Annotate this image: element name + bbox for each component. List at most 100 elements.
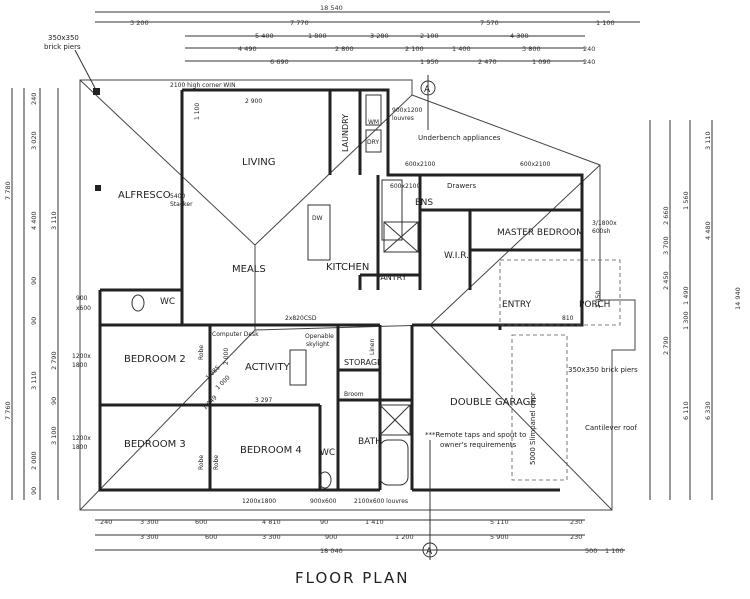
- dim-bottom-r2-1: 3 300: [140, 533, 159, 541]
- note-600x2100-c: 600x2100: [390, 183, 420, 190]
- dim-right-a5: 3 700: [662, 236, 670, 255]
- note-remote-taps-2: owner's requirements: [440, 441, 517, 449]
- note-cantilever: Cantilever roof: [585, 424, 637, 432]
- dim-bottom-1: 240: [100, 518, 112, 526]
- room-kitchen: KITCHEN: [326, 262, 369, 273]
- note-1200x1800: 1200x1800: [242, 498, 276, 505]
- dim-bottom-r2-4: 900: [325, 533, 337, 541]
- dim-top-r3-5: 3 800: [522, 45, 541, 53]
- dim-bottom-4: 4 810: [262, 518, 281, 526]
- dim-top-r2-1: 5 400: [255, 32, 274, 40]
- dim-top-r2-4: 2 100: [420, 32, 439, 40]
- dim-bottom-5: 90: [320, 518, 328, 526]
- walls: [93, 88, 584, 492]
- dim-left-b3: 2 790: [50, 351, 58, 370]
- dim-top-1: 3 200: [130, 19, 149, 27]
- note-3-1800b: 600sh: [592, 228, 611, 235]
- room-ens: ENS: [415, 198, 433, 208]
- room-wc-upper: WC: [160, 297, 175, 307]
- note-2100x600: 2100x600 louvres: [354, 498, 408, 505]
- note-stacker-2: Stacker: [170, 201, 193, 208]
- dim-top-r4-3: 2 470: [478, 58, 497, 66]
- dim-top-r2-2: 1 800: [308, 32, 327, 40]
- dim-left-b5: 3 100: [50, 426, 58, 445]
- dim-right-b3: 6 330: [704, 401, 712, 420]
- note-skylight-3: skylight: [306, 341, 330, 348]
- section-label-bottom: A: [426, 547, 433, 557]
- dim-bottom-right2: 1 100: [605, 547, 624, 555]
- dim-left-a5: 4 400: [30, 211, 38, 230]
- section-markers: A A: [420, 75, 438, 560]
- note-900x600: 900x600: [310, 498, 337, 505]
- dim-right-b1: 2 790: [662, 336, 670, 355]
- dim-left-overall-top: 7 780: [4, 181, 12, 200]
- dim-left-a4: 90: [30, 277, 38, 285]
- room-alfresco: ALFRESCO: [118, 190, 171, 201]
- left-dimensions: 7 780 7 760 3 020 240 3 110 90 4 400 3 1…: [4, 88, 59, 500]
- note-computer-desk: Computer Desk: [212, 331, 259, 338]
- note-brick-piers-right: 350x350 brick piers: [568, 366, 638, 374]
- note-1800-b: 1800: [72, 444, 87, 451]
- dim-top-r3-3: 2 100: [405, 45, 424, 53]
- dim-left-b2: 90: [30, 317, 38, 325]
- dim-top-r2-5: 4 300: [510, 32, 529, 40]
- section-marker-bottom: [422, 542, 438, 558]
- dim-bottom-r2-3: 3 300: [262, 533, 281, 541]
- note-2900: 2 900: [245, 98, 262, 105]
- room-master-bedroom: MASTER BEDROOM: [497, 228, 584, 238]
- room-bedroom3: BEDROOM 3: [124, 439, 186, 450]
- note-underbench: Underbench appliances: [418, 134, 501, 142]
- note-stacker: 5400: [170, 193, 185, 200]
- note-2000: 2 000: [223, 348, 230, 365]
- dim-top-overall: 18 540: [320, 4, 343, 12]
- dim-bottom-r2-6: 5 900: [490, 533, 509, 541]
- dim-bottom-r2-2: 600: [205, 533, 217, 541]
- dim-right-b6: 2 450: [662, 271, 670, 290]
- dim-top-r4-4: 1 090: [532, 58, 551, 66]
- note-louvres: 900x1200: [392, 107, 422, 114]
- dim-right-a1: 3 110: [704, 131, 712, 150]
- note-brick-piers-2: brick piers: [44, 43, 81, 51]
- dim-right-a3: 4 480: [704, 221, 712, 240]
- room-storage: STORAGE: [344, 358, 382, 367]
- dim-left-b7: 90: [30, 487, 38, 495]
- dim-right-b5: 1 490: [682, 286, 690, 305]
- label-dw: DW: [312, 215, 323, 222]
- room-bedroom4: BEDROOM 4: [240, 445, 302, 456]
- dim-bottom-3: 600: [195, 518, 207, 526]
- note-600x2100-a: 600x2100: [405, 161, 435, 168]
- note-louvres-2: louvres: [392, 115, 414, 122]
- room-bedroom2: BEDROOM 2: [124, 354, 186, 365]
- dim-right-a2: 2 660: [662, 206, 670, 225]
- note-1200-a: 1200x: [72, 353, 91, 360]
- room-activity: ACTIVITY: [245, 362, 291, 373]
- dim-left-a3: 3 110: [50, 211, 58, 230]
- label-robe-1: Robe: [198, 345, 205, 360]
- dim-right-b4: 1 300: [682, 311, 690, 330]
- dim-top-r3-4: 1 400: [452, 45, 471, 53]
- dim-bottom-r2-7: 230: [570, 533, 582, 541]
- dim-left-b6: 2 000: [30, 451, 38, 470]
- room-laundry: LAUNDRY: [341, 114, 350, 152]
- top-dimensions: 18 540 3 200 7 770 7 570 1 100 5 400 1 8…: [95, 4, 640, 66]
- dim-right-overall: 14 940: [734, 287, 742, 310]
- room-living: LIVING: [242, 157, 276, 168]
- note-brick-piers: 350x350: [48, 34, 79, 42]
- dim-top-r3-2: 2 800: [335, 45, 354, 53]
- section-label-top: A: [424, 85, 431, 95]
- dim-left-overall-bottom: 7 760: [4, 401, 12, 420]
- bottom-dimensions: 240 3 300 600 4 810 90 1 410 5 110 230 3…: [95, 518, 625, 555]
- dim-right-b2: 6 110: [682, 401, 690, 420]
- note-1100: 1 100: [194, 103, 201, 120]
- right-dimensions: 14 940 3 110 2 660 4 480 1 560 3 700 2 7…: [649, 120, 742, 500]
- note-3-1800: 3/1800x: [592, 220, 617, 227]
- room-entry: ENTRY: [502, 300, 532, 310]
- room-wc-lower: WC: [320, 448, 335, 458]
- dim-bottom-right: 500: [585, 547, 597, 555]
- note-high-corner-window: 2100 high corner WIN: [170, 82, 236, 89]
- room-labels: ALFRESCO LIVING LAUNDRY MEALS KITCHEN EN…: [118, 114, 610, 470]
- note-sliding-door: 5000 Slimpanel door: [529, 392, 537, 465]
- note-1800-a: 1800: [72, 362, 87, 369]
- dim-top-r4-1: 6 690: [270, 58, 289, 66]
- dim-top-r4-2: 1 950: [420, 58, 439, 66]
